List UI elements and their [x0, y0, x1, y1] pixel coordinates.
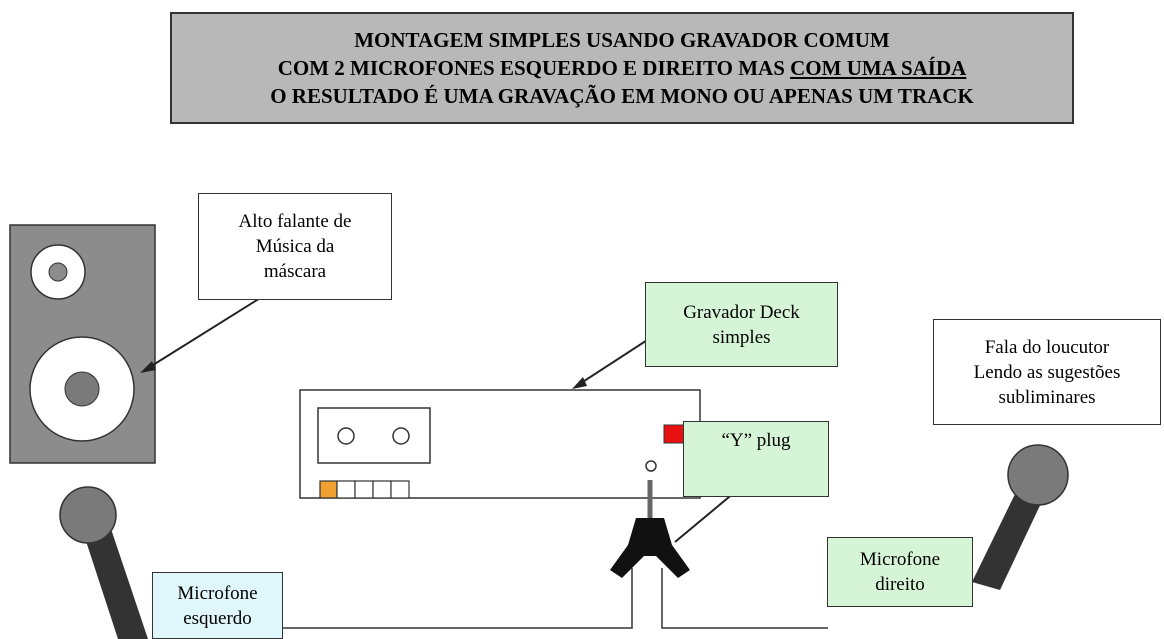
speaker-label-line-1: Alto falante de: [238, 211, 352, 232]
speaker-label-line-2: Música da: [255, 236, 335, 257]
mic-right-label-line-1: Microfone: [859, 549, 941, 570]
speaker-label: Alto falante de Música da máscara: [198, 193, 392, 300]
recorder: [299, 389, 701, 499]
mic-right-label: Microfone direito: [827, 537, 973, 607]
arrowhead-recorder: [572, 377, 587, 389]
announcer-label-line-3: subliminares: [998, 386, 1096, 408]
left-mic-head: [59, 486, 117, 544]
recorder-label-line-1: Gravador Deck: [683, 301, 800, 323]
title-line-2-text: COM 2 MICROFONES ESQUERDO E DIREITO MAS: [277, 56, 791, 80]
speaker-tweeter-center: [48, 262, 68, 282]
record-button: [319, 480, 338, 499]
mic-right-label-line-2: direito: [875, 574, 925, 595]
arrows: [140, 294, 736, 543]
left-microphone: [59, 486, 148, 639]
control-button-3: [354, 480, 374, 499]
yplug-pointer: [674, 491, 736, 543]
announcer-label-line-2: Lendo as sugestões: [973, 361, 1121, 383]
arrow-to-recorder: [577, 334, 656, 386]
mic-left-label: Microfone esquerdo: [152, 572, 283, 639]
control-button-2: [336, 480, 356, 499]
recorder-label-line-2: simples: [712, 326, 771, 348]
right-microphone: [972, 444, 1069, 590]
right-mic-handle: [972, 488, 1044, 590]
arrowhead-speaker: [140, 361, 156, 373]
arrow-to-speaker: [144, 294, 266, 371]
speaker: [9, 224, 156, 464]
y-plug: [262, 480, 828, 629]
control-button-5: [390, 480, 410, 499]
title-line-3: O RESULTADO É UMA GRAVAÇÃO EM MONO OU AP…: [270, 84, 974, 108]
title-line-1: MONTAGEM SIMPLES USANDO GRAVADOR COMUM: [354, 28, 890, 52]
yplug-label-text: “Y” plug: [721, 430, 791, 451]
control-button-4: [372, 480, 392, 499]
cassette-reel-right: [392, 427, 410, 445]
left-mic-handle: [84, 526, 148, 639]
announcer-label: Fala do loucutor Lendo as sugestões subl…: [933, 319, 1161, 425]
red-indicator: [663, 424, 685, 444]
mic-left-label-line-2: esquerdo: [183, 607, 252, 629]
cassette-window: [317, 407, 431, 464]
title-line-2-underlined: COM UMA SAÍDA: [790, 56, 967, 80]
cassette-reel-left: [337, 427, 355, 445]
right-mic-head: [1007, 444, 1069, 506]
announcer-label-line-1: Fala do loucutor: [984, 336, 1110, 358]
yplug-label: “Y” plug: [683, 421, 829, 497]
cable-left: [262, 568, 633, 629]
speaker-label-line-3: máscara: [263, 261, 327, 282]
title-line-2: COM 2 MICROFONES ESQUERDO E DIREITO MAS …: [278, 54, 967, 82]
cable-right: [661, 568, 828, 629]
recorder-label: Gravador Deck simples: [645, 282, 838, 367]
mic-left-label-line-1: Microfone: [177, 582, 258, 604]
speaker-woofer-center: [64, 371, 100, 407]
title-banner: MONTAGEM SIMPLES USANDO GRAVADOR COMUM C…: [170, 12, 1074, 124]
y-plug-body: [610, 518, 690, 578]
mic-input-jack: [645, 460, 657, 472]
